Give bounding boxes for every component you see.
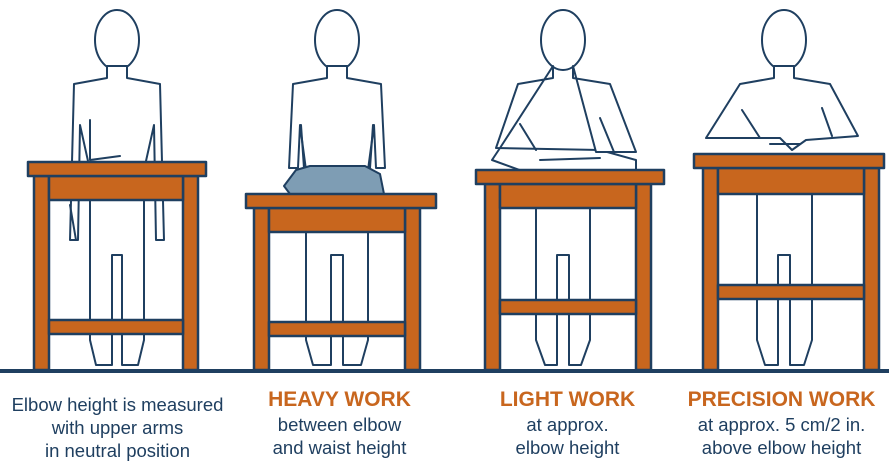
caption-line: at approx. 5 cm/2 in. bbox=[674, 413, 889, 436]
caption-line: in neutral position bbox=[10, 439, 225, 462]
caption-line: elbow height bbox=[460, 436, 675, 459]
caption-line: with upper arms bbox=[10, 416, 225, 439]
caption-line: above elbow height bbox=[674, 436, 889, 459]
panel-heavy-work bbox=[246, 10, 436, 370]
caption-title: LIGHT WORK bbox=[460, 386, 675, 413]
panel-precision-work bbox=[694, 10, 884, 370]
panel-neutral-position bbox=[28, 10, 206, 370]
caption-title: HEAVY WORK bbox=[232, 386, 447, 413]
panel-light-work bbox=[476, 10, 664, 370]
workbench bbox=[246, 194, 436, 370]
caption-line: Elbow height is measured bbox=[10, 393, 225, 416]
caption-neutral-position: Elbow height is measured with upper arms… bbox=[10, 393, 225, 462]
workbench bbox=[28, 162, 206, 370]
caption-precision-work: PRECISION WORK at approx. 5 cm/2 in. abo… bbox=[674, 386, 889, 459]
caption-heavy-work: HEAVY WORK between elbow and waist heigh… bbox=[232, 386, 447, 459]
caption-line: and waist height bbox=[232, 436, 447, 459]
caption-light-work: LIGHT WORK at approx. elbow height bbox=[460, 386, 675, 459]
heavy-object bbox=[284, 166, 384, 194]
caption-line: at approx. bbox=[460, 413, 675, 436]
caption-line: between elbow bbox=[232, 413, 447, 436]
caption-title: PRECISION WORK bbox=[674, 386, 889, 413]
